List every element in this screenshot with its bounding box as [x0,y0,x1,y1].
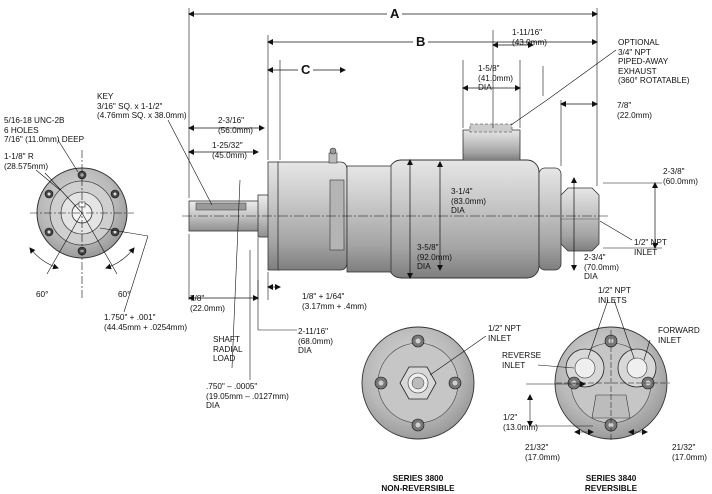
reverse-inlet-note: REVERSE INLET [502,351,542,370]
leader-lines [167,49,633,380]
shaft-dia-note: .750" – .0005" (19.05mm – .0127mm) DIA [206,382,289,411]
forward-inlet-note: FORWARD INLET [658,326,700,345]
dimension-c: C [298,62,314,77]
motor-side-view [182,123,608,279]
shaft-radial-load: SHAFT RADIAL LOAD [213,335,243,364]
flange-front-view [29,139,149,313]
inlets-3840-note: 1/2" NPT INLETS [598,286,631,305]
dim-2-3-8: 2-3/8" (60.0mm) [663,167,699,186]
dim-7-8-rear: 7/8" (22.0mm) [617,101,653,120]
angle-right-label: 60° [118,290,131,299]
dim-1-25-32: 1-25/32" (45.0mm) [212,141,248,160]
series-3840-rear-view [526,299,670,440]
caption-series-3840: SERIES 3840 REVERSIBLE [584,474,638,493]
dim-21-32-left: 21/32" (17.0mm) [525,443,561,462]
angle-left-label: 60° [36,290,49,299]
pilot-dia-note: 1.750" + .001" (44.45mm + .0254mm) [104,313,188,332]
caption-series-3800: SERIES 3800 NON-REVERSIBLE [381,474,455,493]
dim-3-1-4: 3-1/4" (83.0mm) DIA [451,187,487,216]
dim-1-5-8: 1-5/8" (41.0mm) DIA [478,64,514,93]
dim-2-11-16: 2-11/16" (68.0mm) DIA [298,327,334,356]
main-inlet-note: 1/2" NPT INLET [634,238,667,257]
dim-1-2: 1/2" (13.0mm) [503,413,539,432]
tap-note: 5/16-18 UNC-2B 6 HOLES 7/16" (11.0mm) DE… [4,116,85,145]
radius-note: 1-1/8" R (28.575mm) [4,152,49,171]
dimension-b: B [413,34,429,49]
dim-7-8-front: 7/8" (22.0mm) [190,294,226,313]
dim-2-3-4: 2-3/4" (70.0mm) DIA [584,253,620,282]
key-note: KEY 3/16" SQ. x 1-1/2" (4.76mm SQ. x 38.… [97,92,187,121]
dim-1-8: 1/8" + 1/64" (3.17mm + .4mm) [302,292,367,311]
dim-1-11-16: 1-11/16" (43.0mm) [512,28,548,47]
series-3800-rear-view [361,326,487,440]
optional-exhaust-note: OPTIONAL 3/4" NPT PIPED-AWAY EXHAUST (36… [618,38,690,86]
dim-21-32-right: 21/32" (17.0mm) [672,443,708,462]
dim-3-5-8: 3-5/8" (92.0mm) DIA [417,243,453,272]
dim-2-3-16: 2-3/16" (56.0mm) [218,116,254,135]
dimension-a: A [387,6,403,21]
inlet-3800-note: 1/2" NPT INLET [488,324,521,343]
